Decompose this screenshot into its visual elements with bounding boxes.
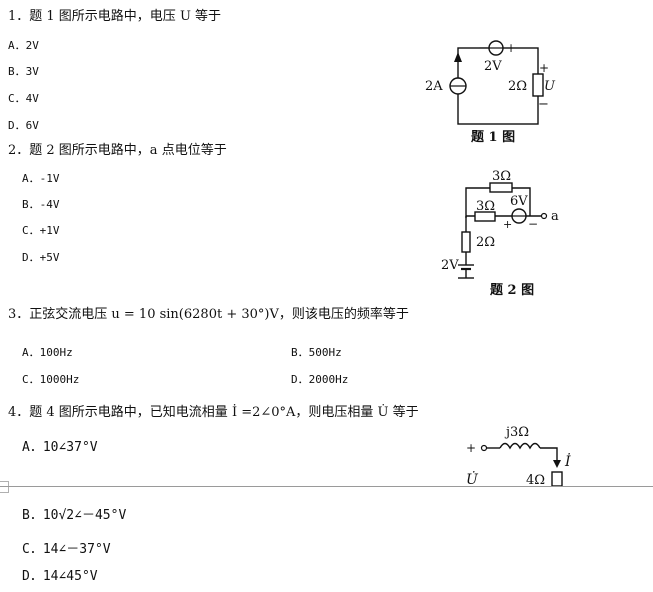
q1-label-u: U	[544, 79, 556, 94]
q1-label-u-minus: −	[538, 97, 549, 112]
q3-stem: 3．正弦交流电压 u = 10 sin(6280t + 30°)V，则该电压的频…	[8, 307, 409, 322]
q2-label-3ohm-mid: 3Ω	[476, 199, 495, 214]
q2-label-a: a	[551, 209, 559, 224]
q2-label-3ohm-top: 3Ω	[492, 169, 511, 184]
q1-label-src-plus: +	[506, 41, 516, 55]
q1-stem: 1．题 1 图所示电路中，电压 U 等于	[8, 9, 222, 24]
page-break-line	[0, 486, 653, 487]
q3-option-c: C．1000Hz	[22, 373, 80, 386]
q2-resistor-top	[489, 182, 513, 193]
q1-label-2v: 2V	[484, 59, 502, 74]
q4-option-d: D．14∠45°V	[22, 569, 98, 584]
q4-terminal	[480, 444, 488, 452]
q2-resistor-left	[461, 231, 471, 253]
q4-inductor	[499, 442, 541, 450]
q2-circuit-diagram: 3Ω 3Ω 6V + − a 2Ω 2V 题 2 图	[441, 169, 559, 298]
q2-label-2v: 2V	[441, 258, 459, 273]
q3-option-d: D．2000Hz	[291, 373, 349, 386]
q2-option-a: A．-1V	[22, 172, 60, 185]
q4-stem: 4．题 4 图所示电路中，已知电流相量 İ =2∠0°A，则电压相量 U̇ 等于	[8, 405, 419, 420]
page-break-marker	[0, 481, 9, 493]
q4-option-c: C．14∠－37°V	[22, 542, 111, 557]
q2-stem: 2．题 2 图所示电路中，a 点电位等于	[8, 143, 227, 158]
q1-caption: 题 1 图	[471, 130, 515, 145]
q2-option-d: D．+5V	[22, 251, 60, 264]
q1-label-src-minus: −	[478, 41, 489, 56]
q3-option-a: A．100Hz	[22, 346, 73, 359]
q4-current-arrow	[553, 460, 561, 468]
q4-option-b: B．10√2∠－45°V	[22, 508, 127, 523]
q1-option-a: A．2V	[8, 39, 39, 52]
q4-label-voltage: U̇	[466, 470, 479, 488]
q1-option-b: B．3V	[8, 65, 39, 78]
q2-caption: 题 2 图	[490, 283, 534, 298]
q2-label-minus: −	[528, 217, 538, 231]
q2-option-b: B．-4V	[22, 198, 60, 211]
q1-label-2a: 2A	[425, 79, 443, 94]
q2-node-a	[540, 212, 548, 220]
q2-resistor-mid	[474, 211, 496, 222]
q1-resistor	[532, 73, 544, 97]
q4-label-j3ohm: j3Ω	[504, 425, 529, 440]
q1-label-2ohm: 2Ω	[508, 79, 527, 94]
q1-label-u-plus: +	[539, 61, 549, 75]
q4-circuit-diagram: + j3Ω İ U̇ 4Ω	[466, 425, 571, 488]
q2-label-2ohm: 2Ω	[476, 235, 495, 250]
q3-option-b: B．500Hz	[291, 346, 342, 359]
q1-option-c: C．4V	[8, 92, 39, 105]
q4-label-4ohm: 4Ω	[526, 473, 545, 488]
q4-label-plus: +	[466, 441, 476, 455]
q1-option-d: D．6V	[8, 119, 39, 132]
q4-resistor	[551, 471, 563, 487]
q2-option-c: C．+1V	[22, 224, 60, 237]
q2-label-plus: +	[503, 218, 512, 231]
q4-option-a: A．10∠37°V	[22, 440, 98, 455]
q1-circuit-diagram: − + 2V 2A 2Ω + U − 题 1 图	[425, 40, 556, 145]
q4-label-current: İ	[564, 452, 571, 470]
q2-label-6v: 6V	[510, 194, 528, 209]
q1-current-arrow	[454, 52, 462, 62]
